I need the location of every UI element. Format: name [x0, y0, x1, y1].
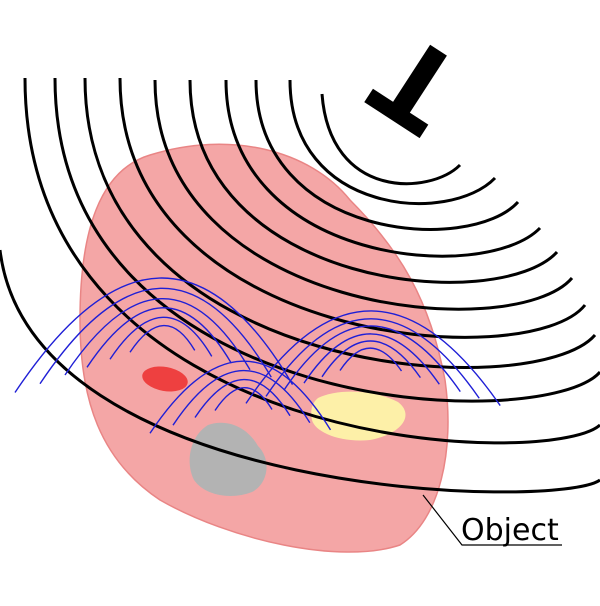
t-shaped-transducer-icon — [364, 44, 447, 139]
echo-arc — [172, 370, 311, 426]
contour-line — [288, 79, 497, 205]
contour-line — [254, 79, 520, 231]
grey-spot — [189, 422, 267, 496]
echo-arc — [245, 310, 501, 406]
echo-arc — [14, 277, 294, 393]
contour-line — [320, 93, 462, 186]
echo-arcs — [14, 277, 501, 434]
echo-arc — [64, 297, 251, 376]
echo-arc — [214, 387, 273, 411]
object-leader-line — [422, 494, 562, 546]
contour-lines — [0, 77, 600, 494]
red-spot — [142, 366, 188, 392]
echo-arc — [194, 379, 291, 418]
object-body — [79, 143, 449, 553]
contour-line — [224, 79, 542, 258]
echo-arc — [39, 287, 272, 385]
contour-line — [118, 77, 587, 339]
contour-line — [23, 77, 600, 445]
echo-arc — [86, 307, 232, 368]
echo-arc — [109, 316, 213, 360]
echo-arc — [129, 324, 196, 353]
contour-line — [0, 249, 600, 494]
contour-line — [53, 77, 600, 403]
yellow-spot — [311, 391, 406, 441]
echo-arc — [303, 333, 440, 385]
echo-arc — [321, 340, 421, 379]
echo-arc — [283, 325, 461, 393]
contour-line — [153, 79, 574, 311]
echo-arc — [339, 347, 403, 372]
contour-line — [188, 79, 559, 284]
contour-line — [83, 77, 597, 369]
echo-arc — [265, 318, 480, 399]
object-label: Object — [461, 513, 559, 548]
echo-arc — [149, 360, 332, 434]
